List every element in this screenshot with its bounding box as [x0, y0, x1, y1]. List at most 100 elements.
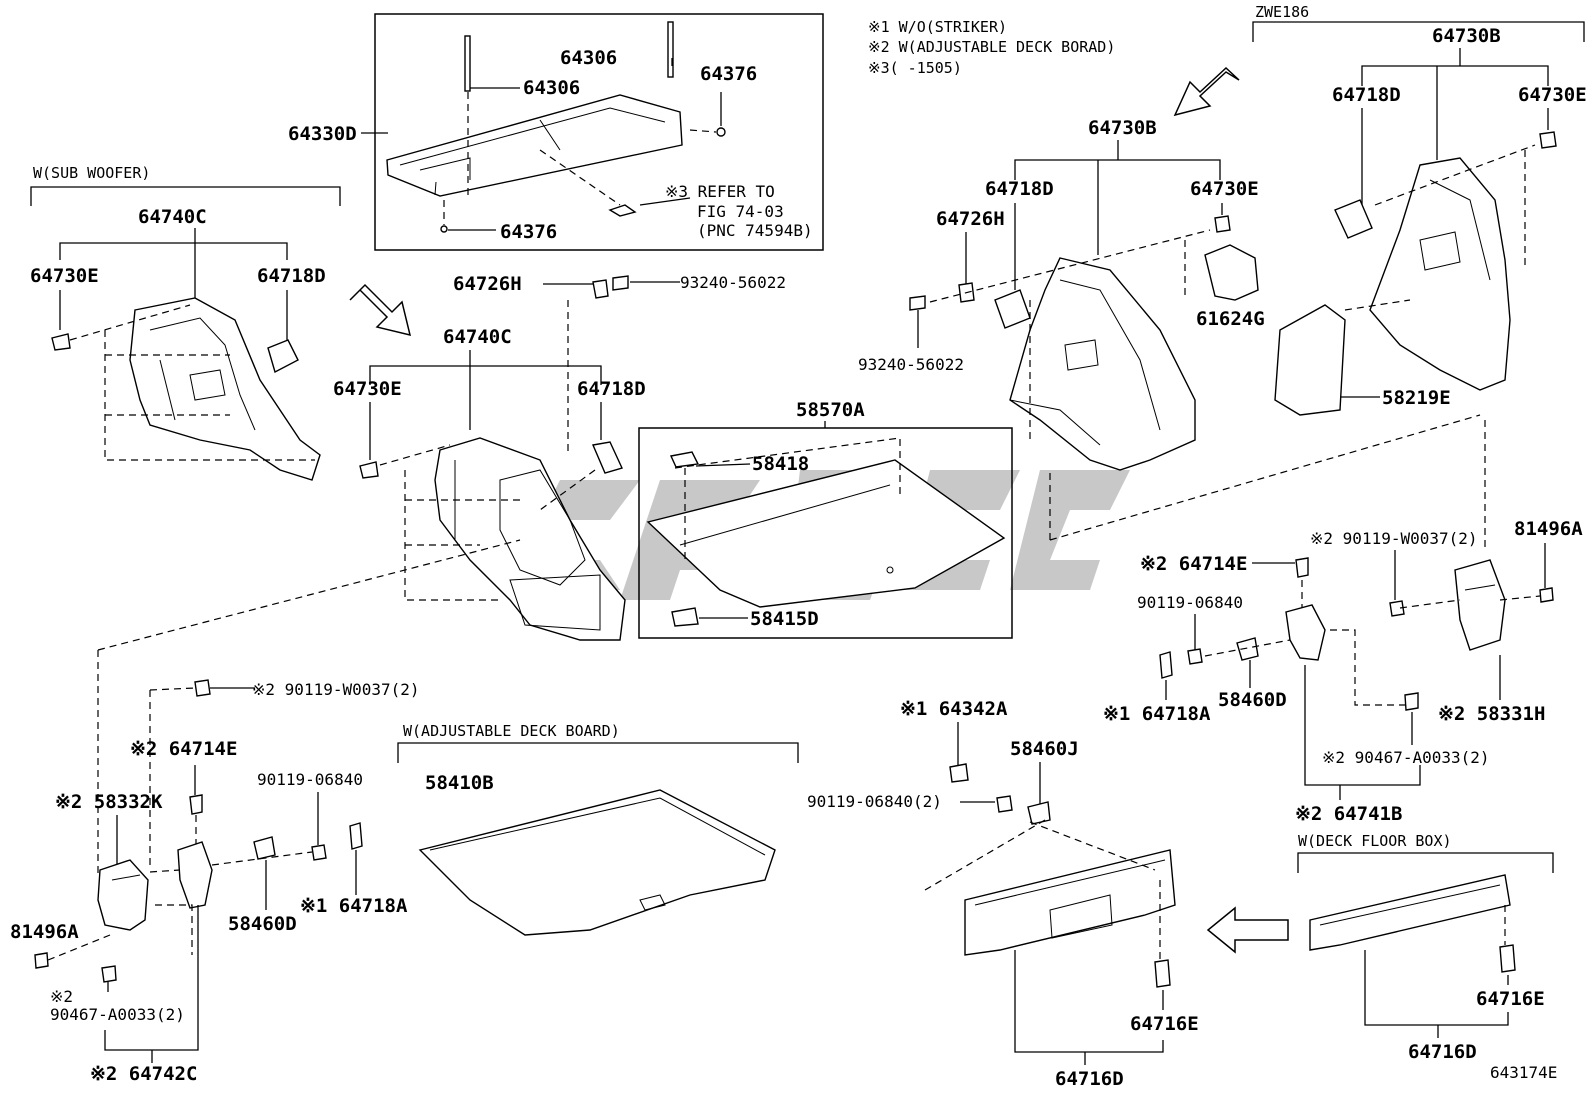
label-90119-b: 90119-06840	[257, 770, 363, 789]
clip-64716E-b	[1499, 944, 1516, 973]
label-64730B-a: 64730B	[1088, 117, 1157, 139]
label-90119W-b: ※2 90119-W0037(2)	[252, 680, 420, 699]
cover-64718A-b	[349, 822, 363, 850]
arrow-left	[1206, 906, 1289, 954]
label-81496A-a: 81496A	[1514, 518, 1583, 540]
label-64716D-a: 64716D	[1055, 1068, 1124, 1090]
refer-line-1: ※3 REFER TO	[665, 182, 775, 201]
clip-64714E-b	[189, 794, 203, 815]
note-3: ※3( -1505)	[868, 59, 962, 77]
label-58410B: 58410B	[425, 772, 494, 794]
label-64742C: ※2 64742C	[90, 1063, 197, 1085]
nut-58460J	[1027, 801, 1051, 825]
rod-64306-left	[464, 35, 471, 92]
rod-64306-right	[667, 21, 674, 78]
quarter-trim-panel-zwe186	[1369, 157, 1511, 391]
striker-64342A	[949, 763, 969, 783]
bracket-64742C	[177, 841, 213, 909]
clip-64716E-a	[1154, 959, 1171, 988]
nut-58460D-a	[1236, 637, 1259, 661]
label-64730E-c: 64730E	[1190, 178, 1259, 200]
label-93240-a: 93240-56022	[680, 273, 786, 292]
ref-clip	[608, 204, 637, 217]
label-58460D-a: 58460D	[1218, 689, 1287, 711]
group-adjustable-deck-board: W(ADJUSTABLE DECK BOARD)	[403, 722, 620, 740]
clip-64730E-c	[1214, 215, 1231, 233]
cover-64718D-b	[592, 441, 623, 474]
group-zwe186: ZWE186	[1255, 3, 1309, 21]
clip-64376-a	[716, 127, 726, 137]
clip-64730E-b	[359, 461, 379, 479]
cap-81496A-a	[1539, 587, 1554, 603]
label-64730B-b: 64730B	[1432, 25, 1501, 47]
tonneau-cover-drawing	[386, 21, 726, 233]
label-64714E-b: ※2 64714E	[130, 738, 237, 760]
label-64376-a: 64376	[700, 63, 757, 85]
label-64718D-c: 64718D	[985, 178, 1054, 200]
label-64718D-a: 64718D	[257, 265, 326, 287]
label-64740C-a: 64740C	[138, 206, 207, 228]
cover-64718D-c	[994, 289, 1031, 329]
label-64718D-b: 64718D	[577, 378, 646, 400]
clip-64730E-d	[1539, 131, 1557, 149]
bolt-90119-b	[311, 844, 327, 861]
adjustable-deck-board-bracket	[397, 742, 799, 763]
label-64718A-b: ※1 64718A	[300, 895, 408, 917]
label-61624G: 61624G	[1196, 308, 1265, 330]
label-58219E: 58219E	[1382, 387, 1451, 409]
quarter-trim-panel-left	[129, 297, 321, 481]
bolt-90119W-a	[1389, 600, 1405, 617]
tonneau-cover-box	[374, 13, 824, 251]
label-90467-a: ※2 90467-A0033(2)	[1322, 748, 1490, 767]
deck-floor-box-bracket	[1297, 852, 1554, 873]
deck-board-58570A	[646, 459, 1006, 608]
label-64741B: ※2 64741B	[1295, 803, 1402, 825]
group-deck-floor-box: W(DECK FLOOR BOX)	[1298, 832, 1452, 850]
label-90119W-a: ※2 90119-W0037(2)	[1310, 529, 1478, 548]
label-64330D: 64330D	[288, 123, 357, 145]
label-64714E-a: ※2 64714E	[1140, 553, 1247, 575]
bolt-93240-a	[612, 275, 629, 291]
cover-64718D-d	[1334, 199, 1373, 239]
arrow-down-left	[1173, 66, 1240, 117]
label-64730E-d: 64730E	[1518, 84, 1587, 106]
bracket-64741B	[1285, 604, 1326, 661]
label-81496A-b: 81496A	[10, 921, 79, 943]
label-58570A: 58570A	[796, 399, 865, 421]
bolt-90119-a	[1187, 648, 1203, 665]
label-93240-b: 93240-56022	[858, 355, 964, 374]
label-58460J: 58460J	[1010, 738, 1079, 760]
label-90119-c: 90119-06840(2)	[807, 792, 942, 811]
cover-64718A-a	[1159, 651, 1173, 679]
label-64730E-b: 64730E	[333, 378, 402, 400]
striker-58332K	[97, 859, 149, 931]
label-58332K: ※2 58332K	[55, 791, 163, 813]
label-64306-a: 64306	[560, 47, 617, 69]
label-64740C-b: 64740C	[443, 326, 512, 348]
refer-line-3: (PNC 74594B)	[697, 221, 813, 240]
label-58331H: ※2 58331H	[1438, 703, 1545, 725]
bolt-90467-b	[101, 965, 117, 983]
bolt-90467-a	[1404, 692, 1419, 711]
pad-58418	[669, 451, 700, 468]
arrow-down-right	[349, 283, 412, 337]
bolt-93240-b	[909, 295, 926, 311]
label-64730E-a: 64730E	[30, 265, 99, 287]
quarter-trim-panel-center	[434, 437, 626, 641]
label-64726H-a: 64726H	[453, 273, 522, 295]
label-90467-b-marker: ※2	[50, 987, 73, 1006]
scuff-plate-64716D-b	[1309, 874, 1511, 951]
bolt-90119-c	[996, 795, 1013, 813]
bracket-61624G	[1204, 244, 1259, 301]
clip-64730E-a	[51, 333, 71, 351]
label-64716D-b: 64716D	[1408, 1041, 1477, 1063]
cap-81496A-b	[34, 952, 49, 969]
nut-58460D-b	[253, 836, 276, 860]
refer-line-2: FIG 74-03	[697, 202, 784, 221]
quarter-trim-panel-right-center	[1009, 257, 1196, 471]
cover-64718D-a	[267, 339, 299, 374]
clip-64714E-a	[1295, 557, 1309, 578]
label-64726H-b: 64726H	[936, 208, 1005, 230]
bolt-90119W-b	[194, 679, 211, 697]
note-2: ※2 W(ADJUSTABLE DECK BORAD)	[868, 38, 1115, 56]
